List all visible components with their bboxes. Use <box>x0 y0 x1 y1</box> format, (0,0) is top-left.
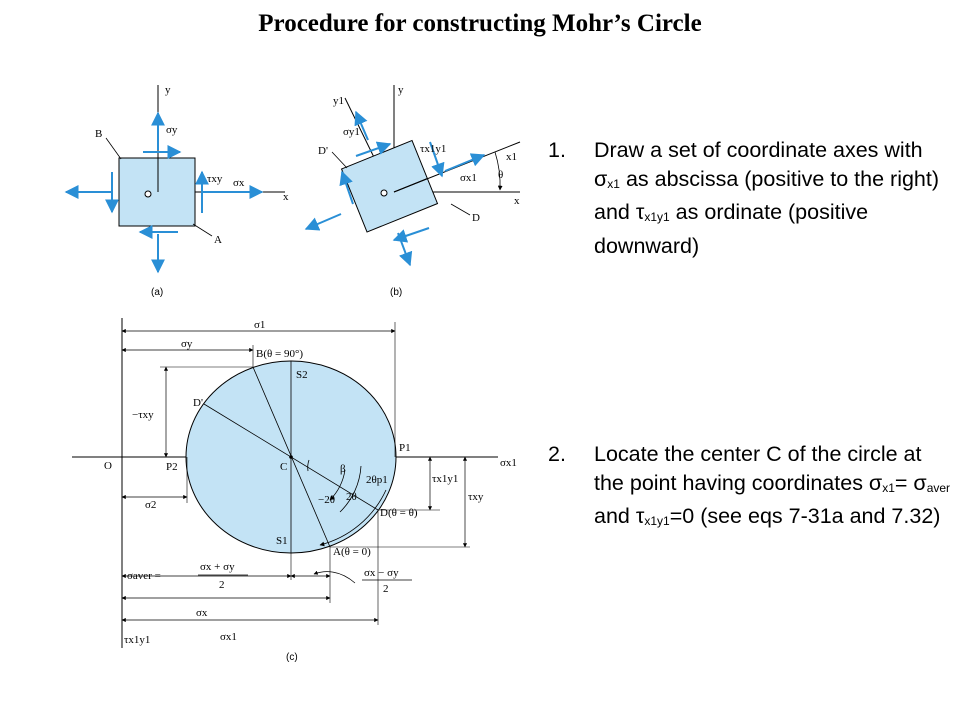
fig-b-d-prime-label: D' <box>318 145 328 157</box>
sigma-2-label: σ2 <box>145 499 156 511</box>
fig-a-sigma-y-label: σy <box>166 124 178 136</box>
b-theta-90-label: B(θ = 90°) <box>256 348 303 360</box>
tau-x1y1-right-label: τx1y1 <box>432 473 458 485</box>
fig-a-a-label: A <box>214 234 222 246</box>
tau-xy-label: τxy <box>468 491 484 503</box>
fig-b-caption: (b) <box>390 287 402 298</box>
fig-c-origin-label: O <box>104 460 112 472</box>
s1-label: S1 <box>276 535 288 547</box>
fig-a-element <box>118 157 196 227</box>
sigma-x1-dim-label: σx1 <box>220 631 237 643</box>
sigma-aver-label: σaver = <box>127 570 161 582</box>
sigma-y-dim-label: σy <box>181 338 193 350</box>
fig-b-y-label: y <box>398 84 404 96</box>
frac-minus-numerator: σx − σy <box>364 567 399 579</box>
minus-two-theta-label: −2θ <box>318 494 335 506</box>
fig-b-sigma-x1-label: σx1 <box>460 172 477 184</box>
fig-a-sigma-x-label: σx <box>233 177 245 189</box>
s2-label: S2 <box>296 369 308 381</box>
frac-minus-denominator: 2 <box>383 583 389 595</box>
step-2-number: 2. <box>548 442 566 466</box>
fig-b-d-label: D <box>472 212 480 224</box>
fig-b-y1-label: y1 <box>333 95 344 107</box>
fig-b-x1-label: x1 <box>506 151 517 163</box>
figure-a: y x B A σy σx τxy (a) <box>64 84 289 298</box>
fig-b-tau-x1y1-label: τx1y1 <box>420 143 446 155</box>
beta-label: β <box>340 463 346 475</box>
frac-plus-denominator: 2 <box>219 579 225 591</box>
sigma-x1-axis-label: σx1 <box>500 457 517 469</box>
d-prime-label: D' <box>193 397 203 409</box>
sigma-1-label: σ1 <box>254 319 265 331</box>
fig-b-origin-mark <box>380 189 388 197</box>
fig-a-b-label: B <box>95 128 102 140</box>
two-theta-label: 2θ <box>346 491 357 503</box>
center-c-label: C <box>280 461 287 473</box>
fig-b-theta-label: θ <box>498 169 503 181</box>
fig-b-sigma-y1-label: σy1 <box>343 126 360 138</box>
two-theta-p1-label: 2θp1 <box>366 474 388 486</box>
figure-c: O C P1 P2 S1 S2 D' B(θ = 90°) A(θ = 0) D… <box>72 318 517 663</box>
fig-a-y-label: y <box>165 84 171 96</box>
page-title: Procedure for constructing Mohr’s Circle <box>258 10 702 37</box>
d-theta-label: D(θ = θ) <box>380 507 418 519</box>
step-1-number: 1. <box>548 138 566 162</box>
fig-a-caption: (a) <box>151 287 163 298</box>
sigma-x-dim-label: σx <box>196 607 208 619</box>
step-1-text: Draw a set of coordinate axes with σx1 a… <box>594 138 940 258</box>
fig-a-x-label: x <box>283 191 289 203</box>
fig-b-x-label: x <box>514 195 520 207</box>
figure-b: y y1 x x1 D' D θ σy1 σx1 τx1y1 (b) <box>304 84 521 298</box>
p2-label: P2 <box>166 461 178 473</box>
minus-tau-xy-label: −τxy <box>132 409 154 421</box>
tau-x1y1-axis-label: τx1y1 <box>124 634 150 646</box>
p1-label: P1 <box>399 442 411 454</box>
fig-c-caption: (c) <box>286 652 298 663</box>
step-2-text: Locate the center C of the circle at the… <box>594 442 951 528</box>
frac-plus-numerator: σx + σy <box>200 561 235 573</box>
fig-a-origin-mark <box>144 190 152 198</box>
fig-a-tau-xy-label: τxy <box>207 173 223 185</box>
a-theta-0-label: A(θ = 0) <box>333 546 371 558</box>
